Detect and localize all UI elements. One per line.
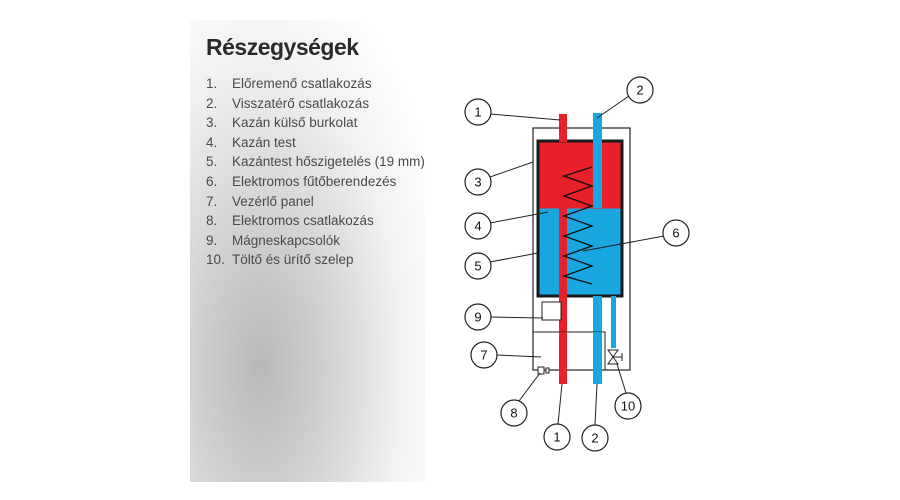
callout-10: 10 <box>614 392 642 420</box>
return-pipe-overlay <box>593 332 602 384</box>
svg-text:3: 3 <box>474 175 481 190</box>
flow-pipe-overlay <box>559 332 567 384</box>
svg-text:2: 2 <box>636 83 643 98</box>
return-pipe-top <box>593 113 602 208</box>
callout-5: 5 <box>464 252 492 280</box>
list-item: 5.Kazántest hőszigetelés (19 mm) <box>206 154 425 170</box>
electrical-connector-pin <box>545 367 550 374</box>
callout-1: 1 <box>464 98 492 126</box>
page-title: Részegységek <box>206 34 359 60</box>
parts-list: 1.Előremenő csatlakozás 2.Visszatérő csa… <box>206 74 425 270</box>
svg-text:10: 10 <box>621 399 635 414</box>
svg-text:5: 5 <box>474 259 481 274</box>
callout-2-bottom: 2 <box>581 424 609 452</box>
svg-text:1: 1 <box>474 105 481 120</box>
contactor-box <box>541 301 562 321</box>
svg-text:4: 4 <box>474 219 481 234</box>
hot-water-zone <box>539 142 621 209</box>
flow-pipe-top <box>559 114 567 142</box>
list-item: 4.Kazán test <box>206 134 296 150</box>
svg-text:2: 2 <box>591 431 598 446</box>
drain-pipe <box>611 296 616 348</box>
svg-text:6: 6 <box>672 226 679 241</box>
callout-7: 7 <box>470 341 498 369</box>
svg-text:1: 1 <box>553 430 560 445</box>
heating-coil <box>561 166 594 285</box>
callout-9: 9 <box>464 303 492 331</box>
callout-1-bottom: 1 <box>543 423 571 451</box>
list-item: 6.Elektromos fűtőberendezés <box>206 173 397 189</box>
list-item: 7.Vezérlő panel <box>206 193 314 209</box>
list-item: 9.Mágneskapcsolók <box>206 232 341 248</box>
callout-4: 4 <box>464 212 492 240</box>
list-item: 1.Előremenő csatlakozás <box>206 76 372 91</box>
callout-8: 8 <box>500 399 528 427</box>
callout-6: 6 <box>662 219 690 247</box>
callout-2: 2 <box>626 76 654 104</box>
svg-text:7: 7 <box>480 348 487 363</box>
background-photo-panel <box>190 20 425 482</box>
list-item: 3.Kazán külső burkolat <box>206 115 358 131</box>
flow-pipe <box>559 208 567 384</box>
callout-3: 3 <box>464 168 492 196</box>
control-panel <box>532 331 606 371</box>
electrical-connector <box>537 366 545 375</box>
list-item: 8.Elektromos csatlakozás <box>206 213 374 229</box>
list-item: 10.Töltő és ürítő szelep <box>206 252 354 268</box>
svg-text:8: 8 <box>510 406 517 421</box>
svg-text:9: 9 <box>474 310 481 325</box>
list-item: 2.Visszatérő csatlakozás <box>206 95 370 111</box>
